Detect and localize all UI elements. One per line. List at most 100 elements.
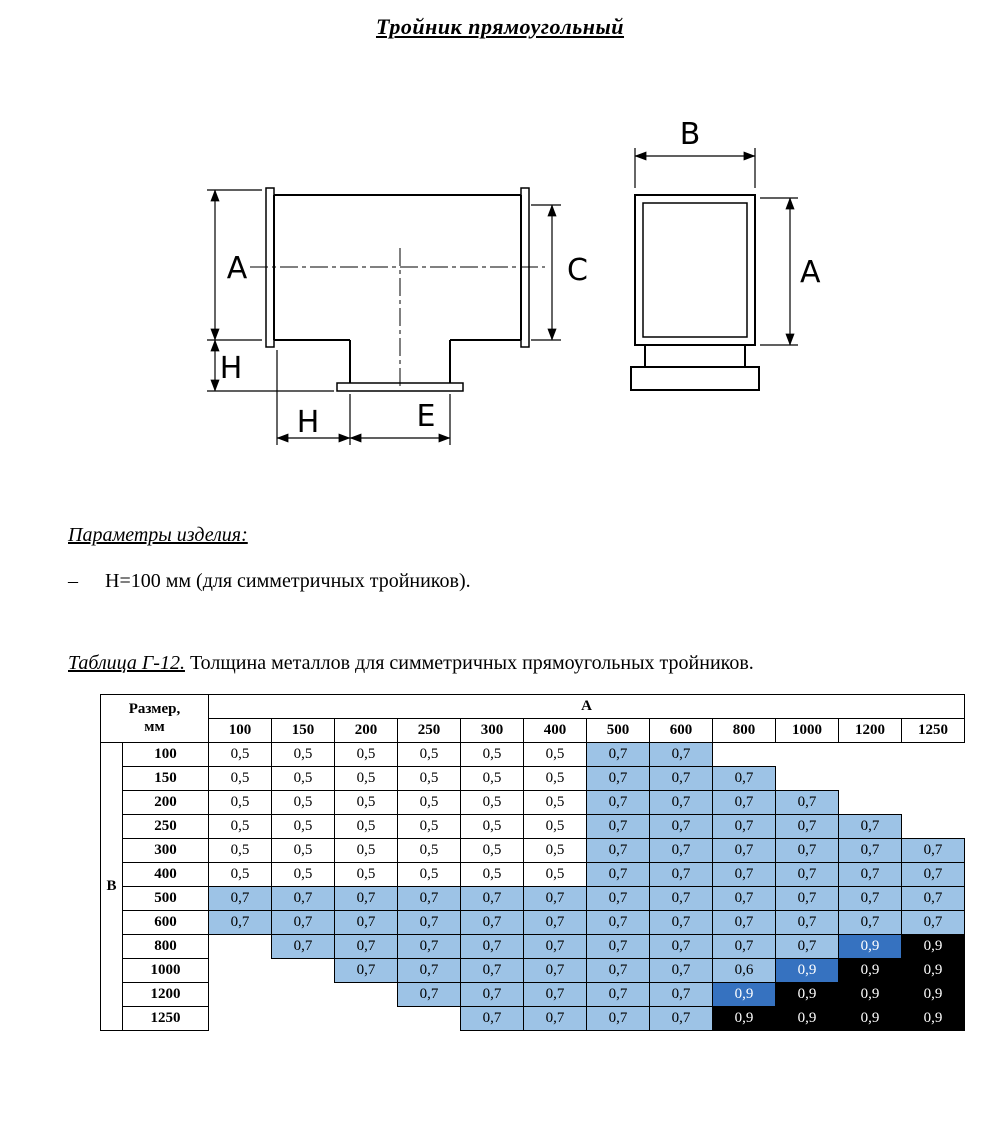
thickness-cell bbox=[271, 982, 335, 1007]
col-header: 300 bbox=[460, 718, 524, 743]
thickness-cell: 0,5 bbox=[460, 766, 524, 791]
table-caption-label: Таблица Г-12. bbox=[68, 652, 185, 674]
dim-label-front-a: A bbox=[227, 251, 248, 286]
thickness-cell: 0,5 bbox=[397, 862, 461, 887]
thickness-cell bbox=[208, 982, 272, 1007]
thickness-cell bbox=[838, 790, 902, 815]
thickness-cell: 0,7 bbox=[586, 982, 650, 1007]
thickness-cell: 0,5 bbox=[208, 862, 272, 887]
dim-label-front-c: C bbox=[567, 253, 588, 288]
thickness-cell: 0,7 bbox=[901, 910, 965, 935]
thickness-cell: 0,9 bbox=[838, 982, 902, 1007]
thickness-cell: 0,7 bbox=[712, 886, 776, 911]
thickness-cell: 0,7 bbox=[775, 838, 839, 863]
thickness-cell: 0,5 bbox=[397, 766, 461, 791]
thickness-cell bbox=[208, 934, 272, 959]
row-header: 800 bbox=[122, 934, 209, 959]
thickness-cell: 0,5 bbox=[523, 790, 587, 815]
thickness-cell: 0,7 bbox=[460, 1006, 524, 1031]
thickness-cell: 0,7 bbox=[586, 742, 650, 767]
thickness-cell: 0,7 bbox=[523, 1006, 587, 1031]
thickness-cell: 0,7 bbox=[712, 934, 776, 959]
row-group-header: В bbox=[100, 742, 123, 1031]
dim-label-side-b: B bbox=[680, 117, 701, 152]
thickness-cell bbox=[208, 958, 272, 983]
thickness-cell bbox=[334, 982, 398, 1007]
thickness-cell: 0,7 bbox=[208, 910, 272, 935]
col-header: 1000 bbox=[775, 718, 839, 743]
thickness-cell: 0,7 bbox=[775, 934, 839, 959]
thickness-cell: 0,7 bbox=[208, 886, 272, 911]
thickness-cell: 0,7 bbox=[334, 886, 398, 911]
page-title: Тройник прямоугольный bbox=[375, 14, 625, 39]
thickness-cell: 0,9 bbox=[775, 1006, 839, 1031]
front-dimension-lines bbox=[207, 189, 561, 445]
thickness-cell: 0,7 bbox=[775, 886, 839, 911]
dim-label-front-h-left: H bbox=[220, 351, 243, 386]
col-header: 800 bbox=[712, 718, 776, 743]
thickness-cell: 0,5 bbox=[208, 838, 272, 863]
thickness-cell: 0,7 bbox=[649, 934, 713, 959]
param-item: –Н=100 мм (для симметричных тройников). bbox=[68, 570, 471, 593]
thickness-cell: 0,7 bbox=[397, 886, 461, 911]
thickness-cell: 0,5 bbox=[334, 814, 398, 839]
thickness-cell: 0,5 bbox=[460, 862, 524, 887]
thickness-cell: 0,7 bbox=[649, 790, 713, 815]
thickness-cell: 0,9 bbox=[838, 1006, 902, 1031]
thickness-cell: 0,7 bbox=[334, 910, 398, 935]
thickness-cell: 0,5 bbox=[334, 742, 398, 767]
thickness-cell bbox=[208, 1006, 272, 1031]
dim-label-front-h-bottom: H bbox=[297, 405, 320, 440]
thickness-cell: 0,7 bbox=[334, 958, 398, 983]
thickness-cell: 0,7 bbox=[901, 862, 965, 887]
thickness-cell: 0,5 bbox=[334, 790, 398, 815]
thickness-cell: 0,5 bbox=[397, 838, 461, 863]
thickness-cell: 0,5 bbox=[334, 862, 398, 887]
col-header: 1250 bbox=[901, 718, 965, 743]
front-view-outline bbox=[265, 187, 530, 392]
thickness-cell: 0,5 bbox=[271, 838, 335, 863]
thickness-cell: 0,6 bbox=[712, 958, 776, 983]
thickness-cell: 0,5 bbox=[334, 838, 398, 863]
thickness-cell: 0,9 bbox=[712, 982, 776, 1007]
row-header: 600 bbox=[122, 910, 209, 935]
thickness-cell: 0,7 bbox=[586, 1006, 650, 1031]
thickness-cell: 0,7 bbox=[523, 958, 587, 983]
thickness-cell: 0,5 bbox=[208, 742, 272, 767]
col-header: 150 bbox=[271, 718, 335, 743]
thickness-cell bbox=[334, 1006, 398, 1031]
row-header: 500 bbox=[122, 886, 209, 911]
thickness-cell: 0,7 bbox=[397, 958, 461, 983]
dim-label-front-e: E bbox=[417, 399, 436, 434]
thickness-cell: 0,9 bbox=[901, 934, 965, 959]
thickness-cell: 0,7 bbox=[712, 862, 776, 887]
side-view-outline bbox=[630, 194, 760, 391]
row-header: 150 bbox=[122, 766, 209, 791]
thickness-cell: 0,5 bbox=[460, 742, 524, 767]
thickness-cell: 0,7 bbox=[712, 766, 776, 791]
thickness-cell: 0,7 bbox=[838, 838, 902, 863]
row-header: 300 bbox=[122, 838, 209, 863]
thickness-cell: 0,7 bbox=[649, 862, 713, 887]
thickness-cell: 0,7 bbox=[460, 886, 524, 911]
thickness-cell: 0,7 bbox=[649, 1006, 713, 1031]
thickness-cell: 0,5 bbox=[271, 790, 335, 815]
thickness-cell: 0,7 bbox=[712, 814, 776, 839]
params-heading: Параметры изделия: bbox=[68, 524, 248, 546]
thickness-cell: 0,7 bbox=[649, 910, 713, 935]
thickness-cell: 0,7 bbox=[775, 814, 839, 839]
table-caption-text: Толщина металлов для симметричных прямоу… bbox=[184, 652, 754, 674]
technical-drawing: A C H H E B A bbox=[207, 117, 821, 445]
thickness-cell: 0,7 bbox=[397, 982, 461, 1007]
thickness-cell: 0,5 bbox=[460, 814, 524, 839]
list-dash: – bbox=[68, 570, 78, 592]
thickness-cell: 0,9 bbox=[775, 958, 839, 983]
thickness-cell bbox=[901, 790, 965, 815]
